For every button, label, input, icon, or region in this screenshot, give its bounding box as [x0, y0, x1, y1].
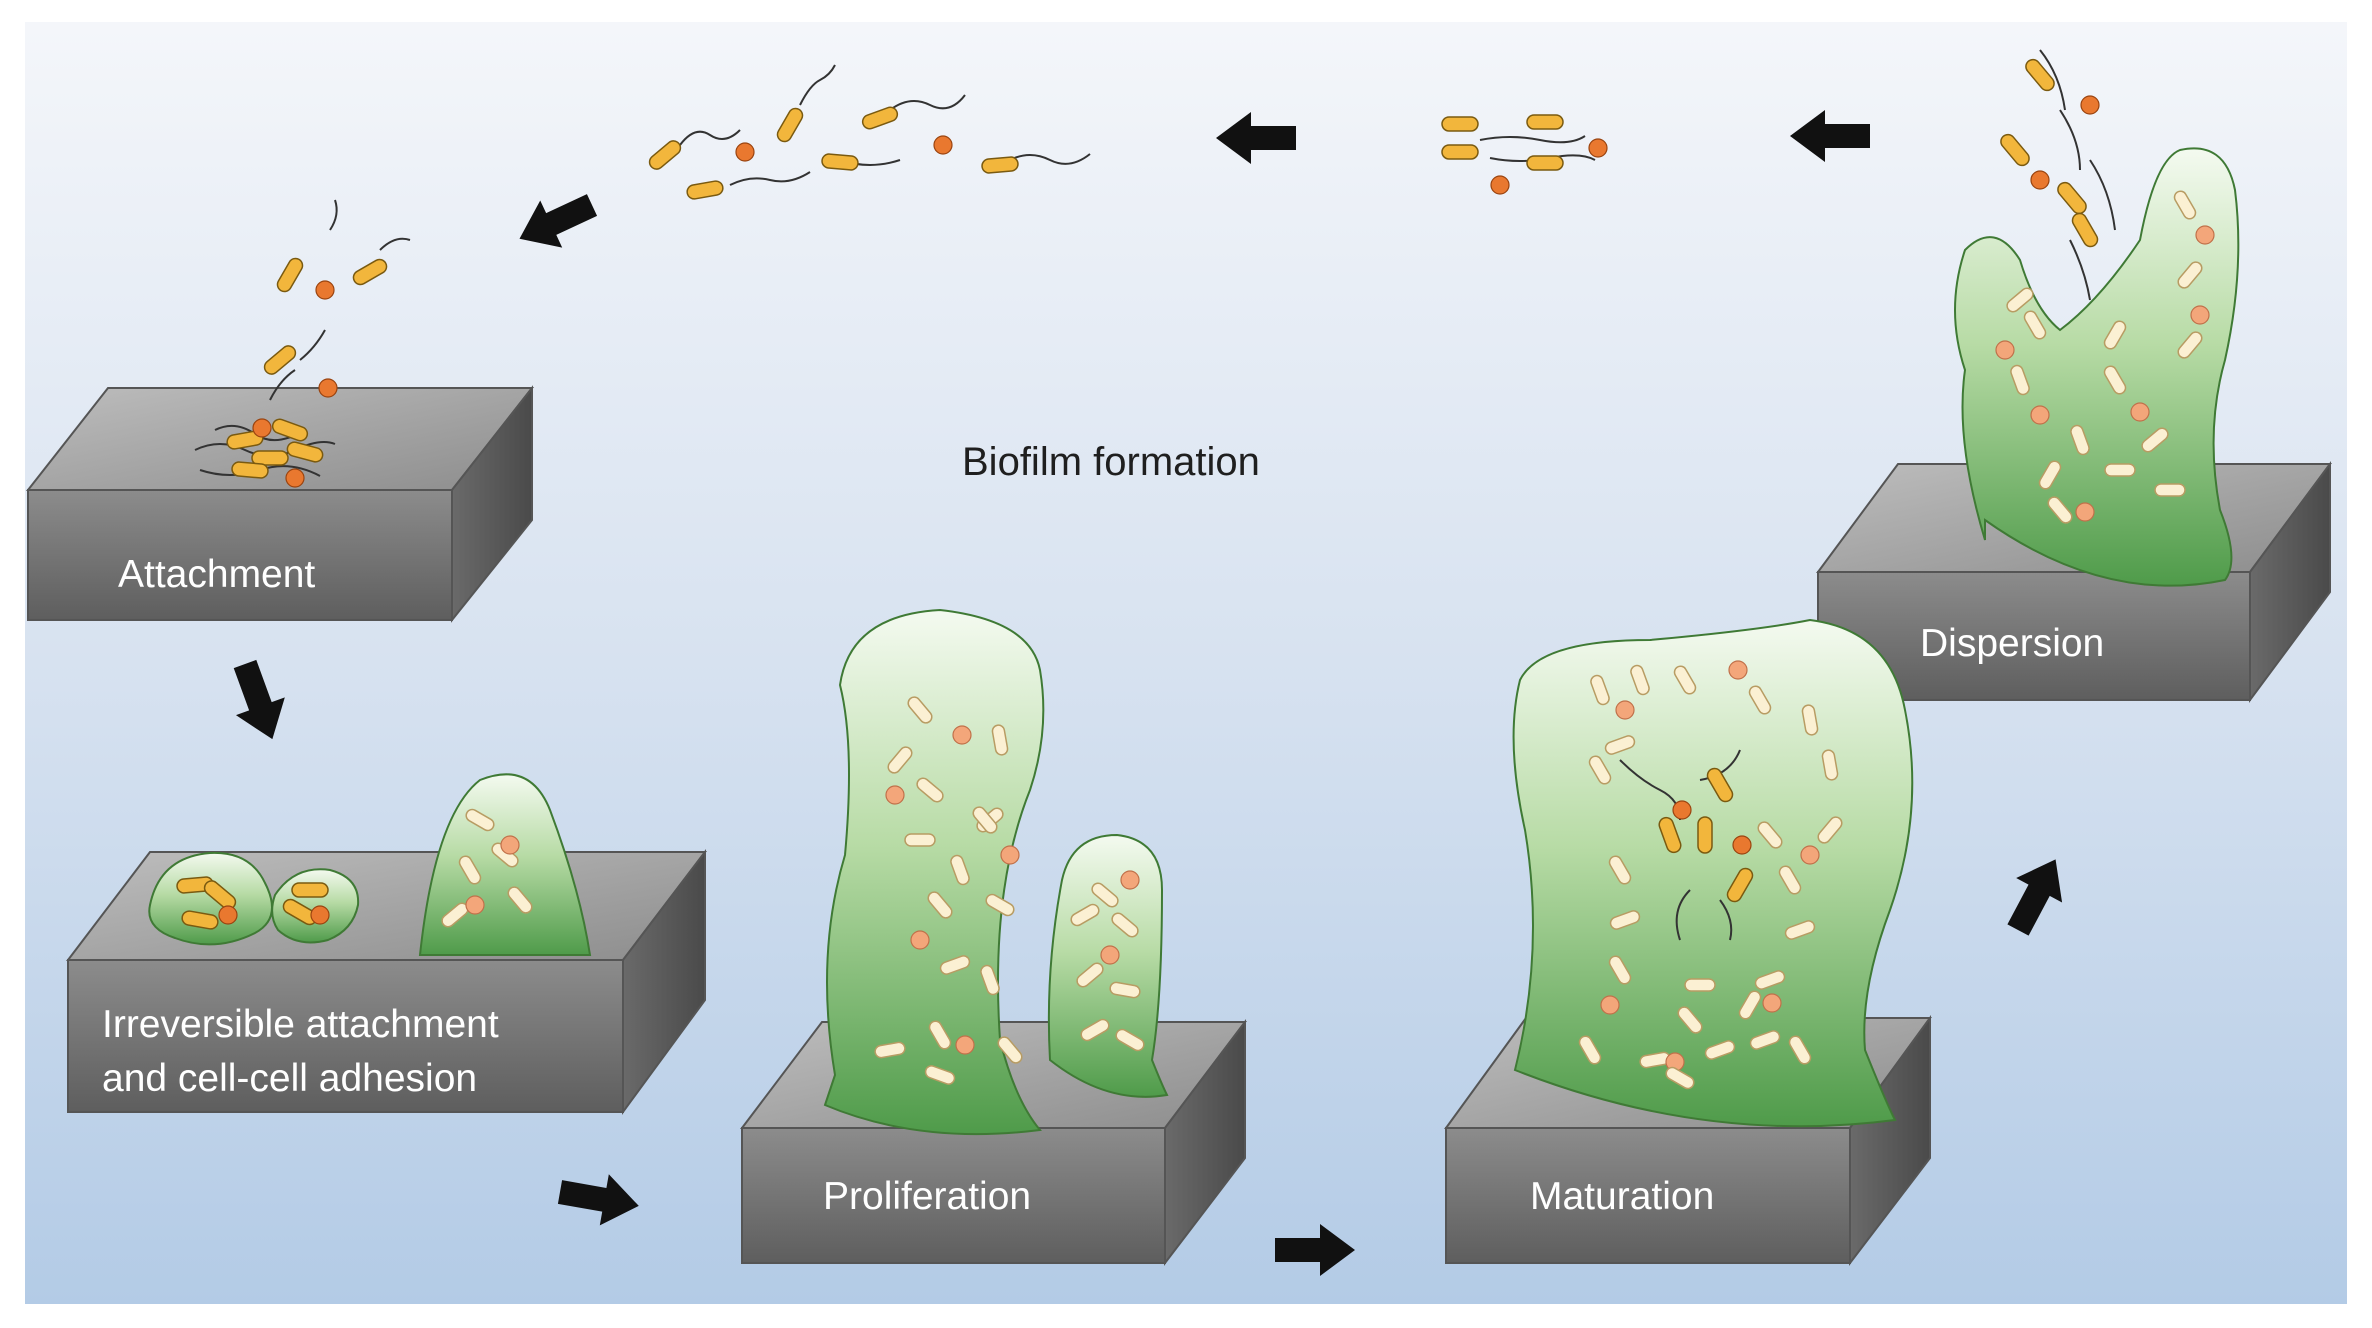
- stage-label-proliferation: Proliferation: [823, 1175, 1032, 1218]
- stage-label-attachment: Attachment: [118, 553, 316, 596]
- irreversible-biofilm: [148, 773, 592, 956]
- dispersion-biofilm: [1954, 147, 2240, 587]
- maturation-biofilm: [1512, 618, 1914, 1128]
- stage-label-irreversible-line2: and cell-cell adhesion: [102, 1057, 478, 1100]
- proliferation-biofilm: [823, 608, 1169, 1136]
- stage-label-irreversible-line1: Irreversible attachment: [102, 1003, 499, 1046]
- stage-label-maturation: Maturation: [1530, 1175, 1715, 1218]
- planktonic-cells: [645, 49, 2116, 301]
- stage-label-dispersion: Dispersion: [1920, 622, 2105, 665]
- diagram-title: Biofilm formation: [962, 440, 1260, 484]
- stage-label-irreversible: Irreversible attachment and cell-cell ad…: [102, 998, 499, 1106]
